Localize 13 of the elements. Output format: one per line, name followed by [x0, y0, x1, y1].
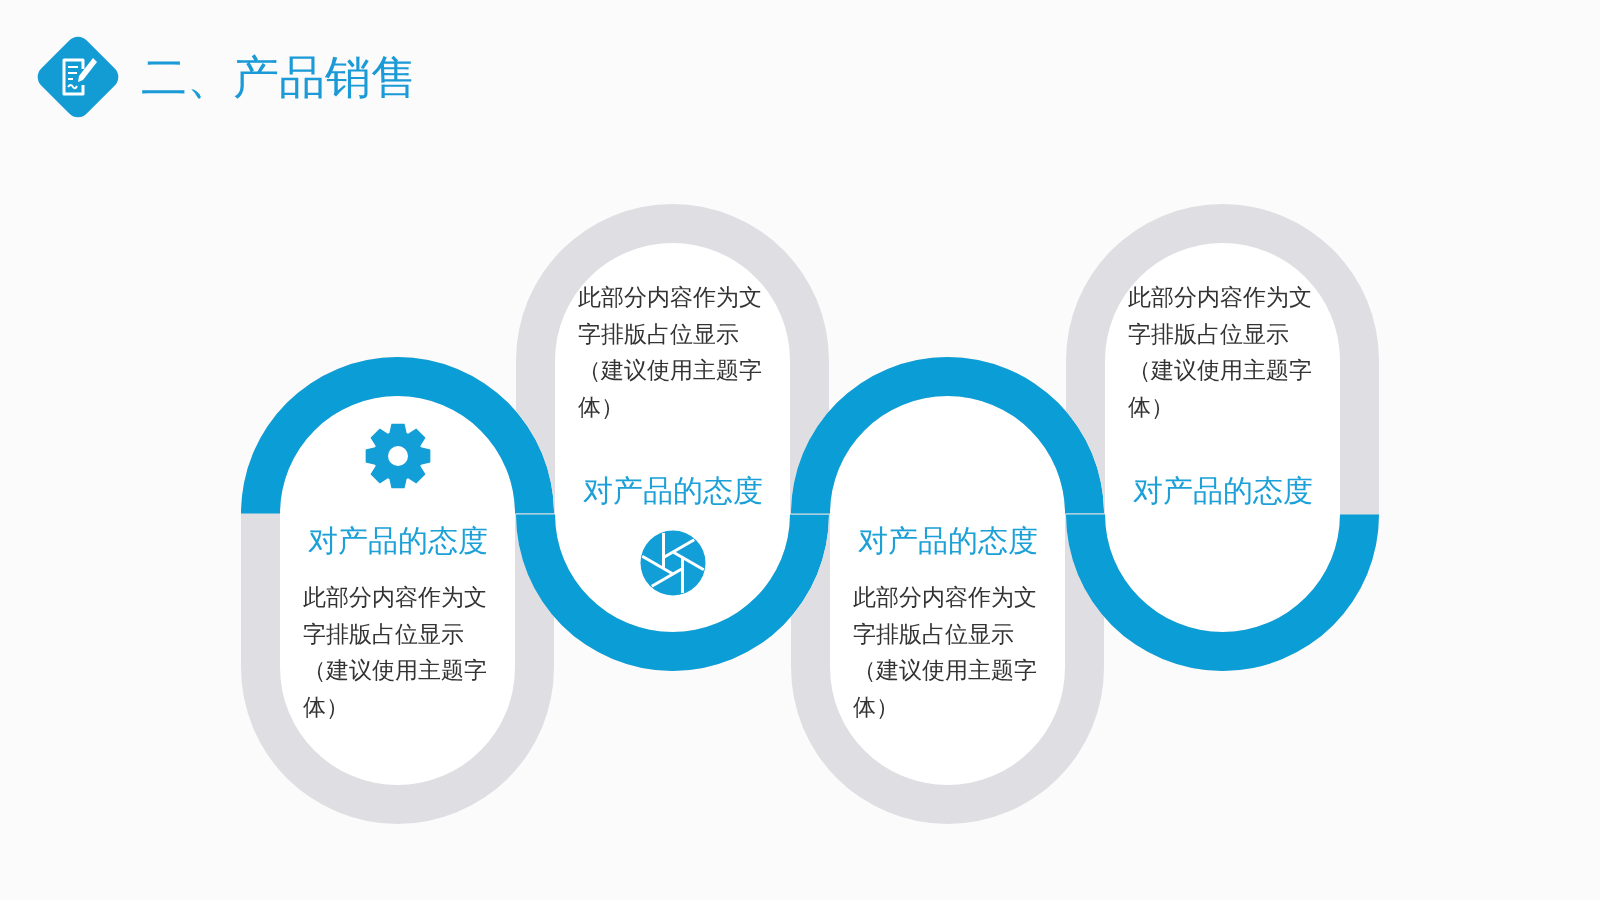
page-title: 二、产品销售 — [141, 50, 417, 105]
card-text: 此部分内容作为文字排版占位显示（建议使用主题字体） — [853, 583, 1038, 722]
capsule-card — [516, 204, 829, 671]
card-text: 此部分内容作为文字排版占位显示（建议使用主题字体） — [578, 283, 763, 422]
card-text: 此部分内容作为文字排版占位显示（建议使用主题字体） — [303, 583, 488, 722]
capsule-card — [791, 357, 1104, 824]
capsule-card — [241, 357, 554, 824]
card-heading: 对产品的态度 — [307, 523, 488, 559]
card-text: 此部分内容作为文字排版占位显示（建议使用主题字体） — [1128, 283, 1313, 422]
card-heading: 对产品的态度 — [582, 473, 763, 509]
card-heading: 对产品的态度 — [857, 523, 1038, 559]
capsule-card — [1066, 204, 1379, 671]
card-heading: 对产品的态度 — [1132, 473, 1313, 509]
